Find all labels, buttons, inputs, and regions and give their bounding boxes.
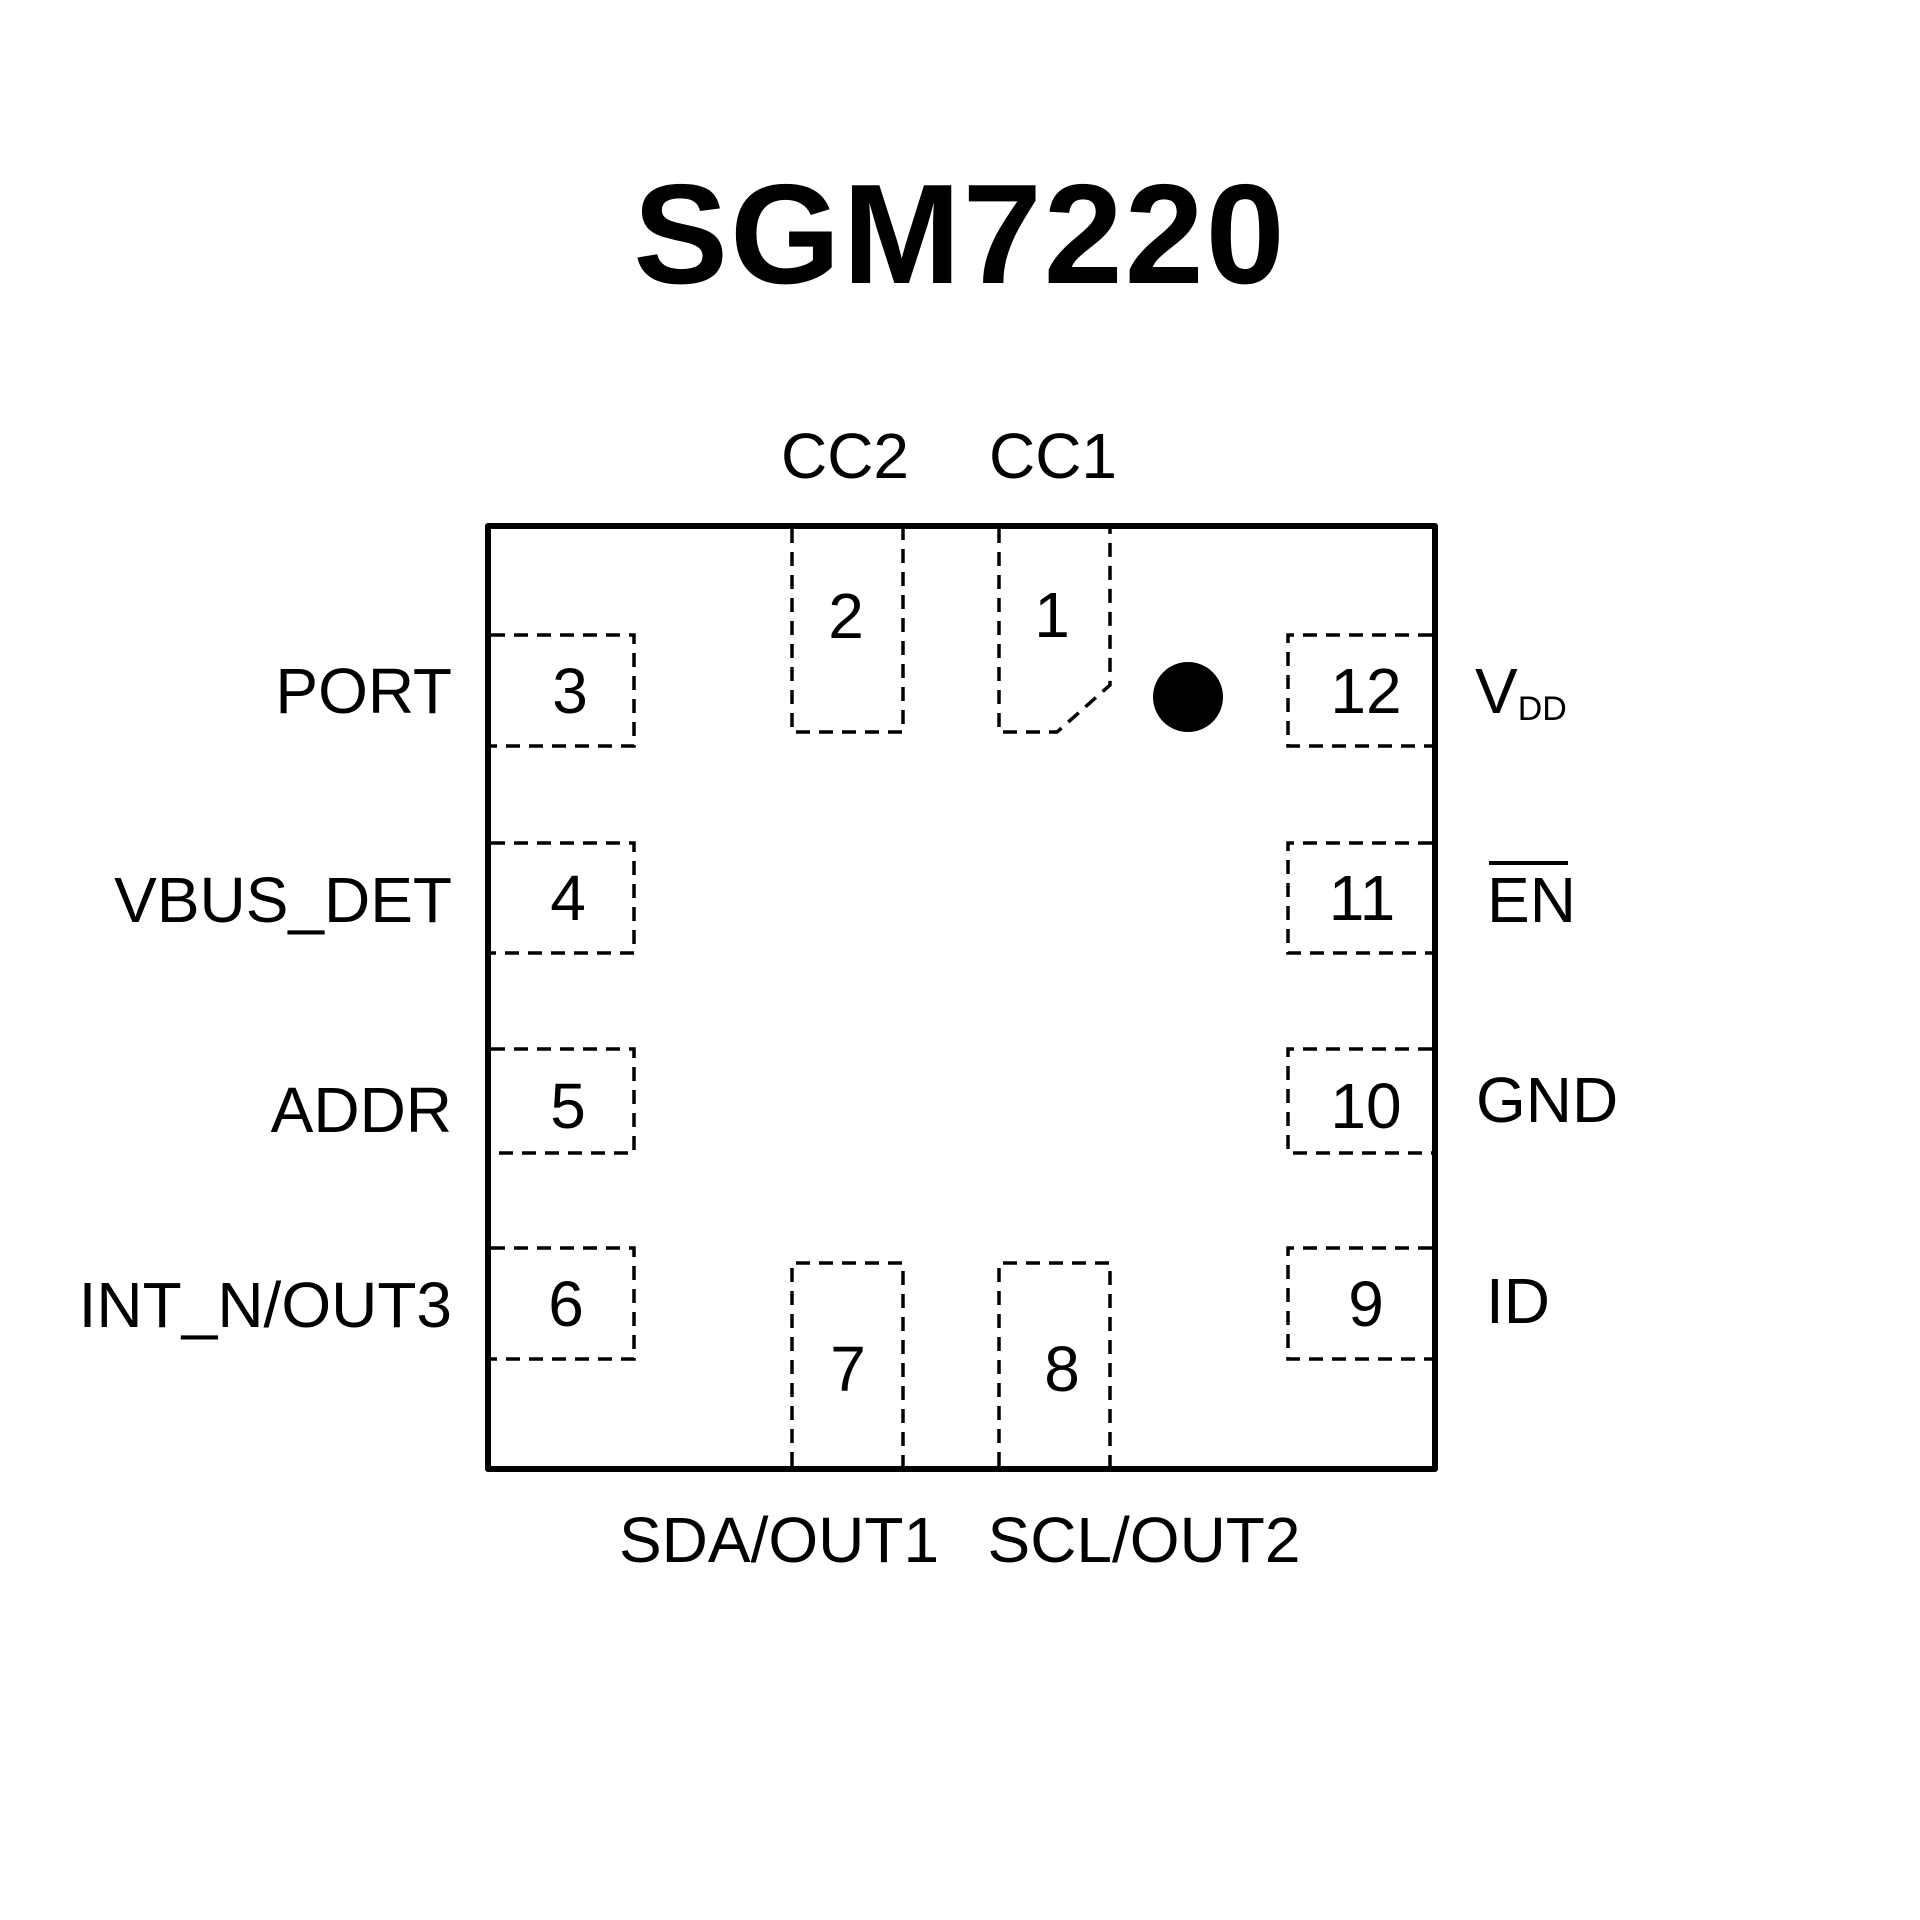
pin-number-3: 3: [552, 655, 588, 727]
pad-pin-9[interactable]: [1286, 1246, 1432, 1361]
pin-number-7: 7: [830, 1333, 866, 1405]
pin-number-8: 8: [1044, 1333, 1080, 1405]
pin-label-scl-out2: SCL/OUT2: [988, 1504, 1301, 1576]
pin-label-int-n-out3: INT_N/OUT3: [79, 1269, 452, 1341]
pad-pin-6[interactable]: [491, 1246, 636, 1361]
pin-label-gnd: GND: [1476, 1064, 1618, 1136]
pin-number-1: 1: [1034, 579, 1070, 651]
pin-label-sda-out1: SDA/OUT1: [619, 1504, 939, 1576]
pad-pin-12[interactable]: [1286, 633, 1432, 748]
pad-pin-2[interactable]: [790, 529, 905, 734]
pad-pin-5[interactable]: [491, 1047, 636, 1155]
package-outline: [485, 523, 1438, 1472]
pin-number-11: 11: [1329, 862, 1395, 934]
pad-pin-7[interactable]: [790, 1261, 905, 1466]
pin-number-6: 6: [548, 1268, 584, 1340]
pin-number-5: 5: [550, 1070, 586, 1142]
pad-pin-1[interactable]: [997, 529, 1112, 734]
pin1-indicator-dot: [1153, 662, 1223, 732]
pin-label-id: ID: [1486, 1265, 1550, 1337]
pin-number-9: 9: [1348, 1268, 1384, 1340]
pin-label-port: PORT: [275, 655, 452, 727]
pad-pin-4[interactable]: [491, 841, 636, 955]
pad-pin-11[interactable]: [1286, 841, 1432, 955]
pin-label-vdd: VDD: [1475, 655, 1567, 728]
pin-label-cc1: CC1: [989, 420, 1117, 492]
pin-number-2: 2: [828, 580, 864, 652]
pin-label-vdd-subscript: DD: [1518, 690, 1567, 728]
pin-number-12: 12: [1330, 655, 1401, 727]
pin-label-vdd-main: V: [1475, 655, 1518, 727]
pad-pin-3[interactable]: [491, 633, 636, 748]
pad-pin-10[interactable]: [1286, 1047, 1432, 1155]
pin-label-en: EN: [1487, 864, 1576, 936]
pad-pin-8[interactable]: [997, 1261, 1112, 1466]
pin-number-10: 10: [1330, 1070, 1401, 1142]
chip-title: SGM7220: [633, 155, 1286, 314]
pin-number-4: 4: [550, 862, 586, 934]
pin-label-vbus-det: VBUS_DET: [114, 864, 452, 936]
pin-label-addr: ADDR: [271, 1074, 452, 1146]
pin-label-cc2: CC2: [781, 420, 909, 492]
